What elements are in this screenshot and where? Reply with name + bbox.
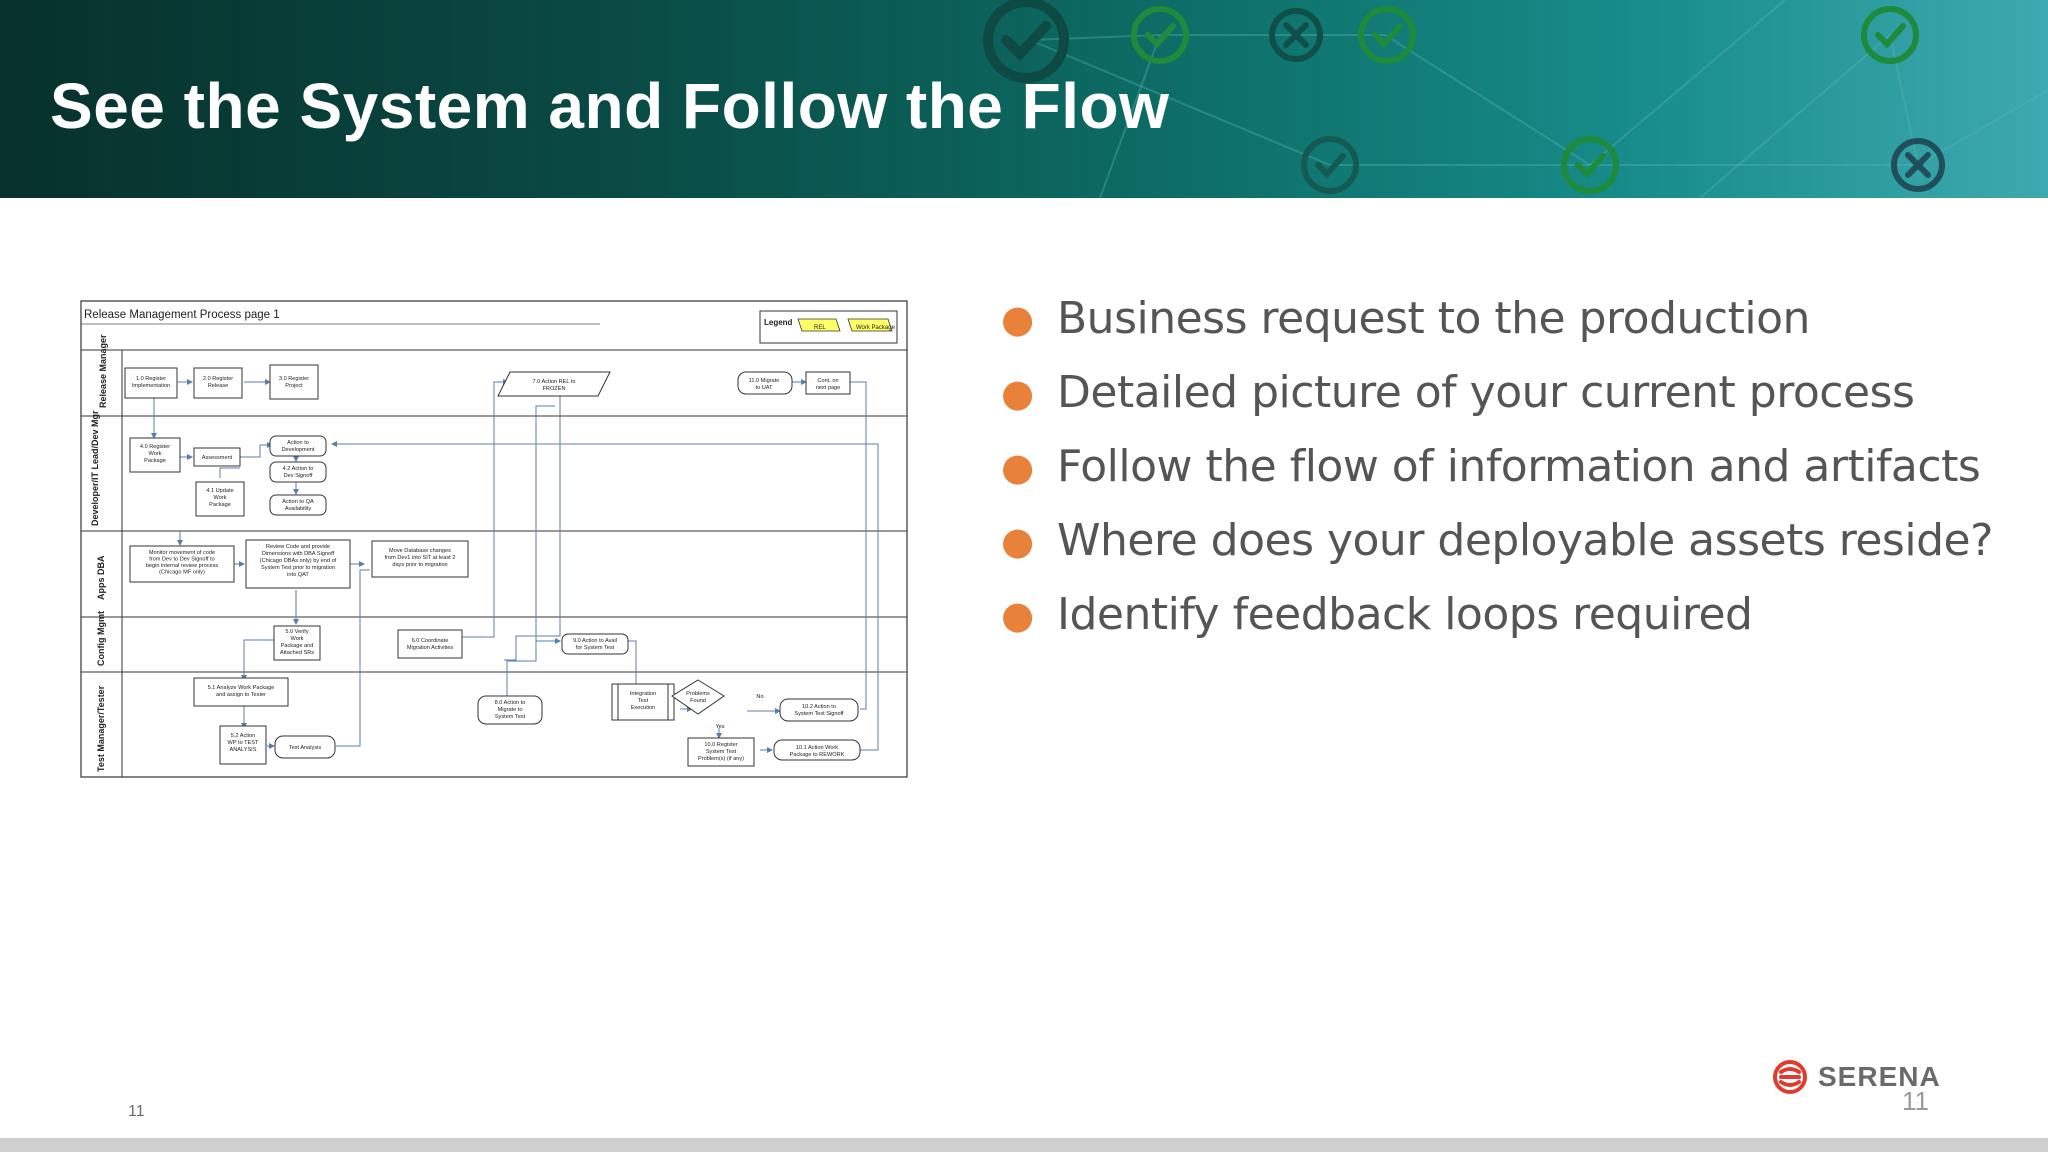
x-mark-icon (1269, 8, 1323, 62)
legend-item-work-package: Work Package (856, 325, 896, 331)
checkmark-icon (1561, 136, 1619, 194)
legend-item-rel: REL (814, 325, 826, 331)
bullet-dot-icon: ● (1001, 371, 1034, 415)
bullet-dot-icon: ● (1001, 297, 1034, 341)
bullet-dot-icon: ● (1001, 593, 1034, 637)
lane-label-test-manager: Test Manager/Tester (96, 685, 106, 772)
lane-label-release-manager: Release Manager (98, 334, 108, 408)
process-diagram: Release Management Process page 1 Legend… (80, 300, 908, 778)
step-assessment: Assessment (202, 455, 233, 461)
legend-label: Legend (764, 318, 793, 327)
checkmark-icon (1301, 136, 1359, 194)
lane-label-apps-dba: Apps DBA (96, 555, 106, 600)
checkmark-icon (1861, 6, 1919, 64)
checkmark-icon (1131, 6, 1189, 64)
bullet-dot-icon: ● (1001, 519, 1034, 563)
bullet-dot-icon: ● (1001, 445, 1034, 489)
bullet-item: ●Follow the flow of information and arti… (995, 430, 1993, 504)
checkmark-icon (983, 0, 1069, 83)
lane-label-config-mgmt: Config Mgmt (96, 611, 106, 666)
footer-bar (0, 1138, 2048, 1152)
label-yes: Yes (715, 724, 724, 730)
header-banner: See the System and Follow the Flow (0, 0, 2048, 198)
slide-title: See the System and Follow the Flow (50, 70, 1170, 142)
diagram-title: Release Management Process page 1 (84, 309, 280, 321)
lane-label-developer: Developer/IT Lead/Dev Mgr (90, 410, 100, 526)
bullet-item: ●Business request to the production (995, 282, 1993, 356)
x-mark-icon (1891, 138, 1945, 192)
bullet-item: ●Detailed picture of your current proces… (995, 356, 1993, 430)
logo-wordmark: SERENA (1818, 1061, 1941, 1092)
process-steps (124, 364, 861, 767)
bullet-list: ●Business request to the production ●Det… (995, 282, 1993, 652)
legend: Legend REL Work Package (759, 310, 898, 344)
label-no: No (756, 694, 763, 700)
bullet-item: ●Where does your deployable assets resid… (995, 504, 1993, 578)
bullet-item: ●Identify feedback loops required (995, 578, 1993, 652)
step-test-analysis: Test Analysis (289, 745, 322, 751)
serena-logo: SERENA (1772, 1060, 1941, 1094)
header-network-graphic (983, 0, 2048, 198)
page-number-right: 11 (1902, 1086, 1929, 1116)
page-number-left: 11 (128, 1103, 145, 1120)
serena-logo-icon (1773, 1060, 1807, 1094)
checkmark-icon (1358, 6, 1416, 64)
